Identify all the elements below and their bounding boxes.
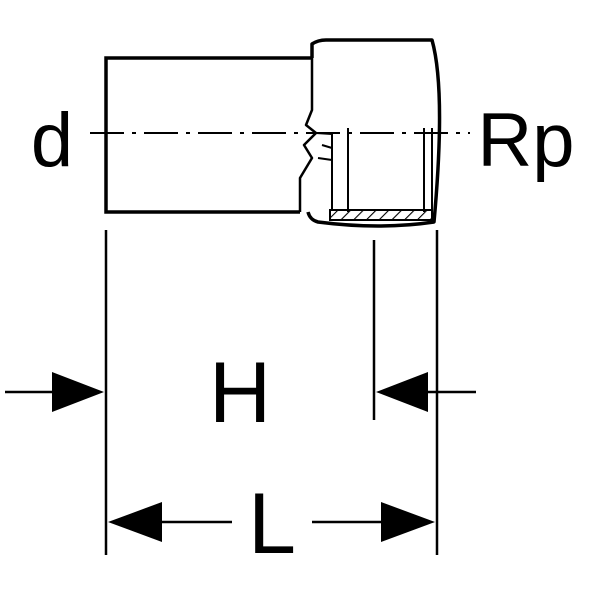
arrow-right-icon [381,502,435,542]
arrow-left-icon [108,502,162,542]
label-d: d [31,98,73,183]
label-rp: Rp [477,98,574,183]
label-l: L [248,476,296,572]
arrow-right-icon [52,372,104,412]
dimension-l [108,502,435,542]
pipe-body [104,56,318,214]
label-h: H [209,345,271,441]
dimension-h [5,372,476,412]
thread-hatching [329,209,433,221]
arrow-left-icon [376,372,428,412]
